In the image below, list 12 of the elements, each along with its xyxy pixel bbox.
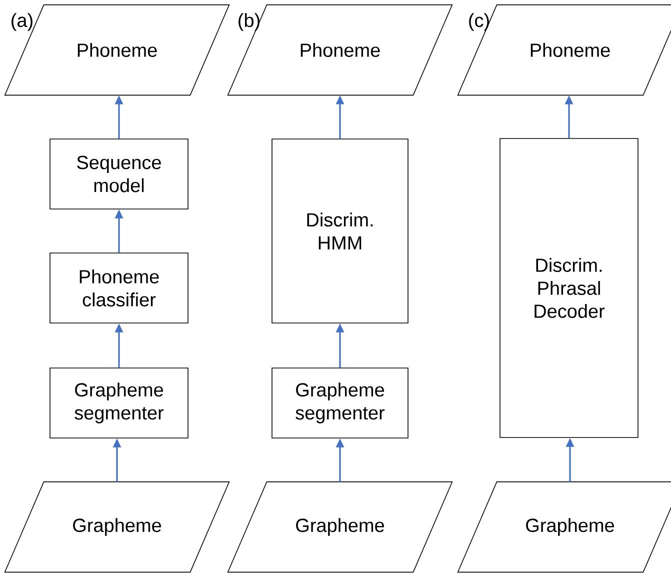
panel-label: (b) <box>238 13 260 31</box>
panel-label: (c) <box>469 13 489 31</box>
panel-label: (a) <box>12 13 32 31</box>
data-parallelogram: Grapheme <box>227 481 453 573</box>
data-parallelogram: Grapheme <box>4 481 230 573</box>
process-box: Phoneme classifier <box>50 252 188 324</box>
process-box: Discrim. HMM <box>272 138 408 324</box>
process-box: Discrim. Phrasal Decoder <box>500 138 638 438</box>
process-box: Grapheme segmenter <box>272 368 408 438</box>
process-box: Grapheme segmenter <box>50 368 188 438</box>
data-parallelogram: Grapheme <box>457 481 671 573</box>
process-box: Sequence model <box>50 138 188 210</box>
